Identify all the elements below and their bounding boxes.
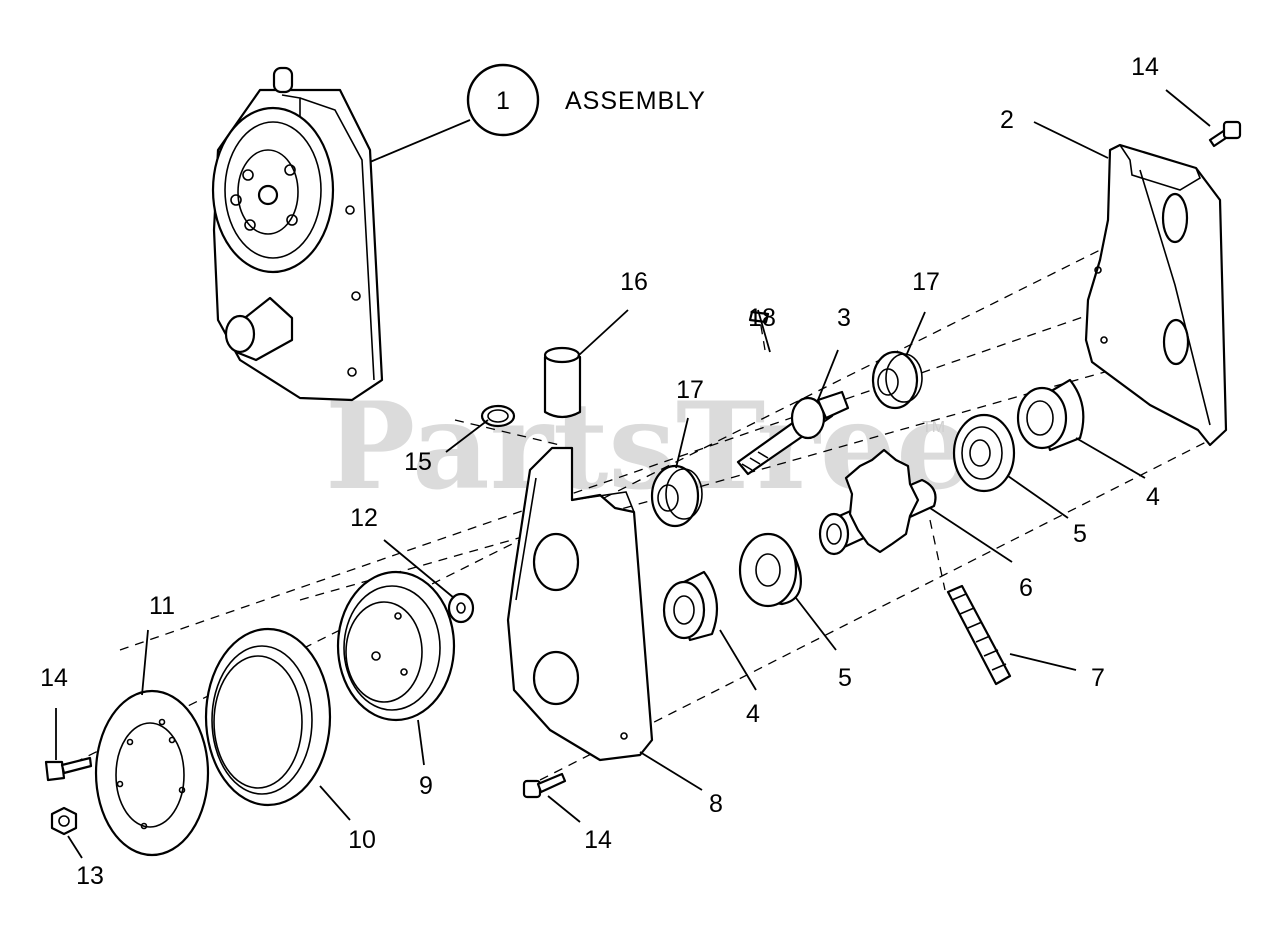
callout-12: 12 bbox=[350, 504, 378, 532]
assembly-number-circle bbox=[466, 63, 540, 137]
assembly-label: ASSEMBLY bbox=[565, 87, 706, 115]
callout-5: 5 bbox=[838, 664, 852, 692]
left-housing-part[interactable] bbox=[506, 446, 654, 762]
callout-6: 6 bbox=[1019, 574, 1033, 602]
cover-plate-part[interactable] bbox=[94, 689, 210, 857]
gearbox-assembly-part[interactable] bbox=[211, 66, 384, 402]
washer-part[interactable] bbox=[447, 592, 475, 624]
bolt-part[interactable] bbox=[44, 756, 93, 782]
bushing-part[interactable] bbox=[650, 464, 703, 528]
key-part[interactable] bbox=[748, 310, 770, 324]
callout-17: 17 bbox=[912, 268, 940, 296]
callout-4: 4 bbox=[746, 700, 760, 728]
callout-14: 14 bbox=[584, 826, 612, 854]
ring-part[interactable] bbox=[480, 404, 516, 428]
callout-18: 18 bbox=[748, 304, 776, 332]
leader-line bbox=[369, 119, 471, 163]
chain-part[interactable] bbox=[946, 584, 1012, 686]
callout-10: 10 bbox=[348, 826, 376, 854]
callout-16: 16 bbox=[620, 268, 648, 296]
bushing-part[interactable] bbox=[871, 350, 923, 410]
callout-labels: 14 2 16 17 18 3 17 15 4 5 12 6 11 7 5 4 … bbox=[40, 53, 1160, 890]
shaft-gear-part[interactable] bbox=[736, 390, 850, 476]
flanged-bushing-part[interactable] bbox=[1016, 378, 1085, 452]
leader-lines bbox=[55, 89, 1211, 859]
callout-5: 5 bbox=[1073, 520, 1087, 548]
bearing-part[interactable] bbox=[738, 532, 802, 608]
sprocket-part[interactable] bbox=[818, 448, 937, 556]
callout-2: 2 bbox=[1000, 106, 1014, 134]
callout-9: 9 bbox=[419, 772, 433, 800]
callout-8: 8 bbox=[709, 790, 723, 818]
callout-11: 11 bbox=[149, 592, 175, 620]
belt-part[interactable] bbox=[204, 627, 332, 807]
callout-14: 14 bbox=[1131, 53, 1159, 81]
callout-7: 7 bbox=[1091, 664, 1105, 692]
bearing-part[interactable] bbox=[952, 413, 1016, 493]
callout-15: 15 bbox=[404, 448, 432, 476]
bolt-part[interactable] bbox=[1208, 120, 1242, 148]
callout-3: 3 bbox=[837, 304, 851, 332]
pulley-part[interactable] bbox=[336, 570, 456, 722]
tube-part[interactable] bbox=[543, 346, 582, 419]
watermark-trademark: TM bbox=[922, 419, 945, 436]
right-housing-part[interactable] bbox=[1084, 143, 1228, 447]
nut-part[interactable] bbox=[50, 806, 78, 836]
callout-13: 13 bbox=[76, 862, 104, 890]
assembly-number: 1 bbox=[496, 87, 510, 115]
flanged-bushing-part[interactable] bbox=[662, 570, 718, 642]
callout-4: 4 bbox=[1146, 483, 1160, 511]
callout-14: 14 bbox=[40, 664, 68, 692]
callout-17: 17 bbox=[676, 376, 704, 404]
bolt-part[interactable] bbox=[522, 772, 567, 799]
